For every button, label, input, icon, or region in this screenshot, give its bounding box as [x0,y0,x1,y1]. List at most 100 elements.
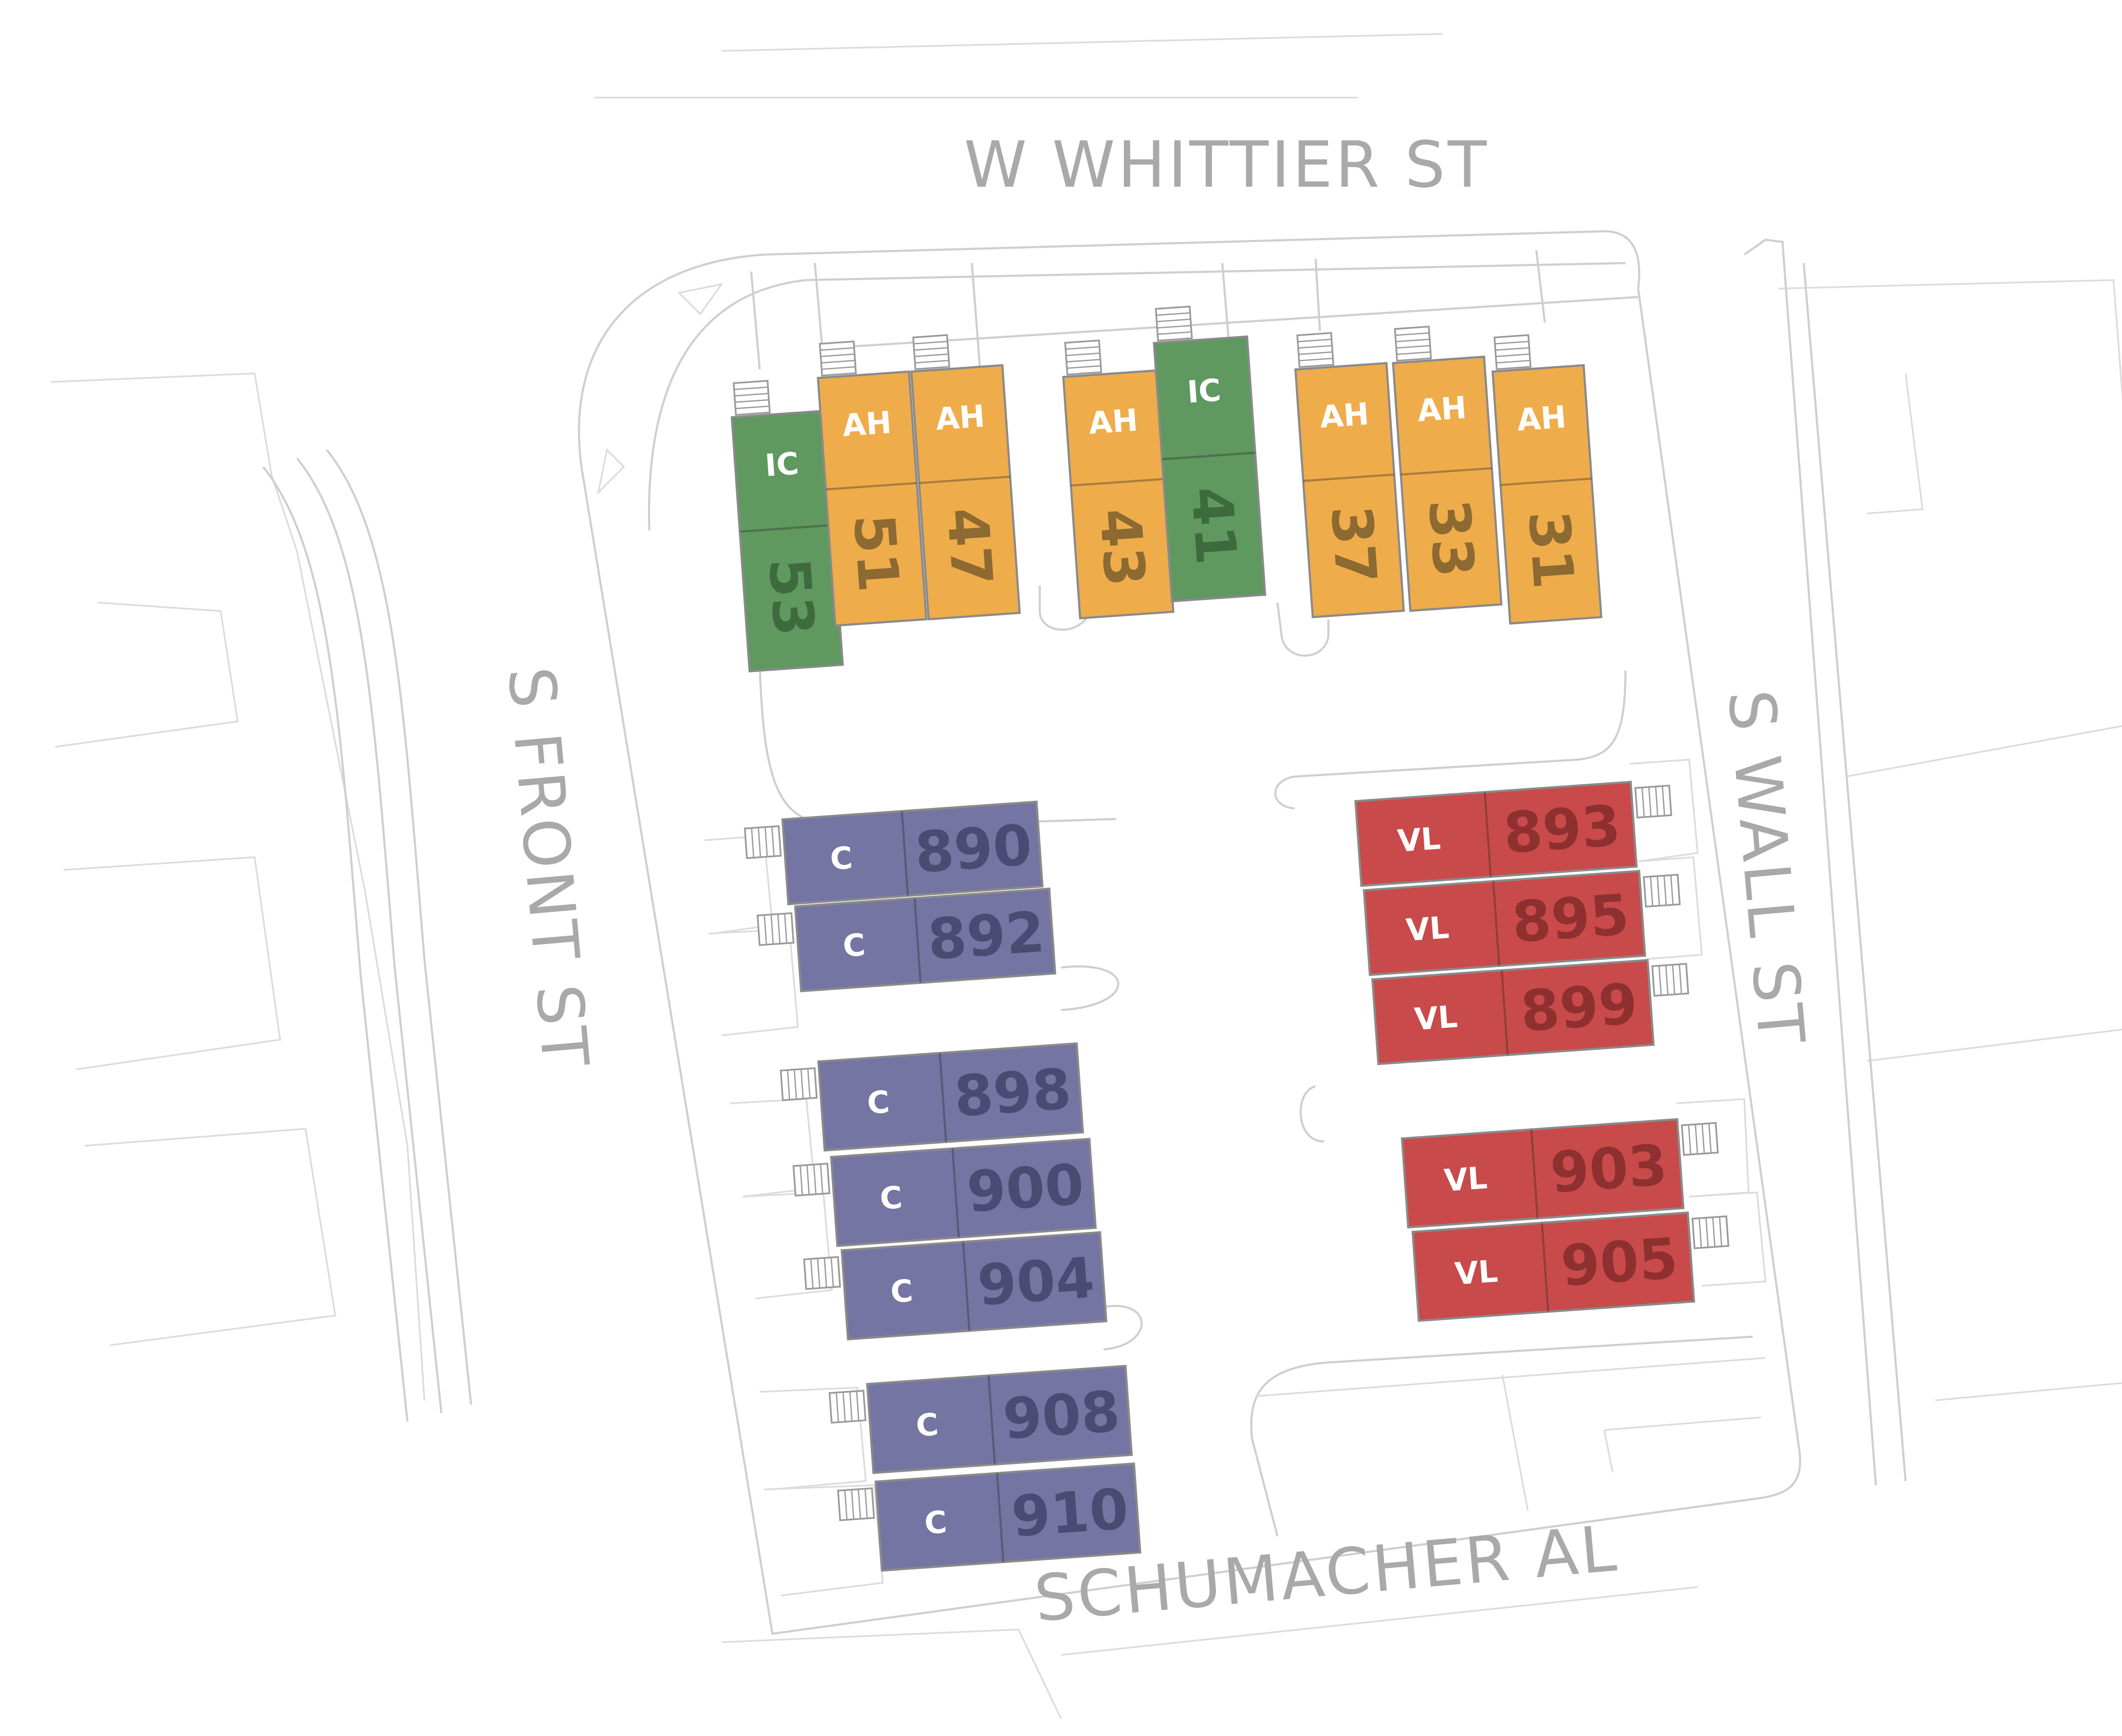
stair-outline [733,380,771,416]
stair-step [1641,787,1645,817]
unit-shape[interactable] [1354,780,1638,887]
unit-shape[interactable] [1401,1118,1685,1229]
unit-number-label: 41 [1178,485,1249,567]
stair-step [735,405,769,409]
stair-step [817,1258,820,1288]
stair-step [915,359,949,364]
unit-shape[interactable] [840,1231,1108,1341]
stair-step [1065,346,1100,350]
unit-number-label: 890 [913,813,1034,886]
stair-step [777,914,781,944]
unit-divider [913,898,922,983]
stair-step [771,826,775,856]
unit-shape[interactable] [1371,959,1655,1066]
unit-number-label: 53 [756,556,826,638]
street-label-east: S WALL ST [1713,687,1818,1049]
stair-step [784,913,788,943]
stair-step [1663,875,1667,906]
unit-number-label: 51 [841,512,911,594]
unit-shape[interactable] [1153,335,1266,603]
stair-step [1688,1125,1692,1155]
stair-step [820,1164,823,1194]
stair-icon [1296,332,1334,368]
unit-type-label: VL [1454,1253,1499,1292]
unit-shape[interactable] [817,370,928,627]
unit-shape[interactable] [910,364,1021,620]
stair-outline [1691,1215,1729,1249]
unit-shape[interactable] [1363,869,1646,976]
unit-number-label: 893 [1502,793,1623,867]
unit-number-label: 37 [1318,503,1389,586]
stair-outline [828,1390,867,1424]
unit-shape[interactable] [830,1138,1097,1247]
stair-outline [1651,963,1690,997]
stair-step [794,1069,797,1099]
stair-step [821,360,855,364]
stair-outline [1394,325,1432,362]
stair-step [1698,1218,1702,1248]
unit-shape[interactable] [1294,362,1405,618]
stair-outline [912,334,950,370]
unit-type-label: AH [935,398,986,437]
unit-shape[interactable] [1392,356,1503,612]
unit-shape[interactable] [794,887,1056,993]
stair-step [1156,318,1191,323]
stair-outline [1634,785,1673,819]
stair-step [1679,964,1682,994]
stair-step [1396,351,1431,355]
unit-divider [1071,478,1164,487]
stair-step [1648,787,1652,817]
stair-step [858,1489,861,1519]
stair-step [751,828,755,858]
unit-number-label: 33 [1416,497,1486,579]
unit-shape[interactable] [874,1462,1142,1572]
stair-outline [1493,334,1532,370]
stair-icon [1394,325,1432,362]
stair-step [821,366,856,370]
unit-divider [1303,473,1395,482]
unit-number-label: 31 [1516,509,1586,591]
stair-outline [1296,332,1334,368]
unit-type-label: VL [1413,998,1459,1037]
unit-number-label: 43 [1087,506,1157,589]
stair-icon [1634,785,1673,819]
stair-icon [819,340,857,377]
unit-shape[interactable] [866,1365,1133,1474]
stair-step [824,1258,827,1288]
stair-step [1670,875,1674,905]
street-label-north: W WHITTIER ST [964,128,1489,202]
stair-icon [803,1256,841,1290]
stair-step [1156,312,1190,316]
stair-step [1395,332,1429,336]
unit-shape[interactable] [1411,1211,1695,1322]
stair-step [1066,359,1100,363]
unit-shape[interactable] [817,1042,1084,1152]
unit-number-label: 892 [926,900,1047,973]
stair-step [820,347,854,351]
stair-step [1396,345,1430,349]
unit-shape[interactable] [781,800,1044,906]
stair-outline [780,1067,818,1101]
unit-shape[interactable] [1491,364,1603,625]
